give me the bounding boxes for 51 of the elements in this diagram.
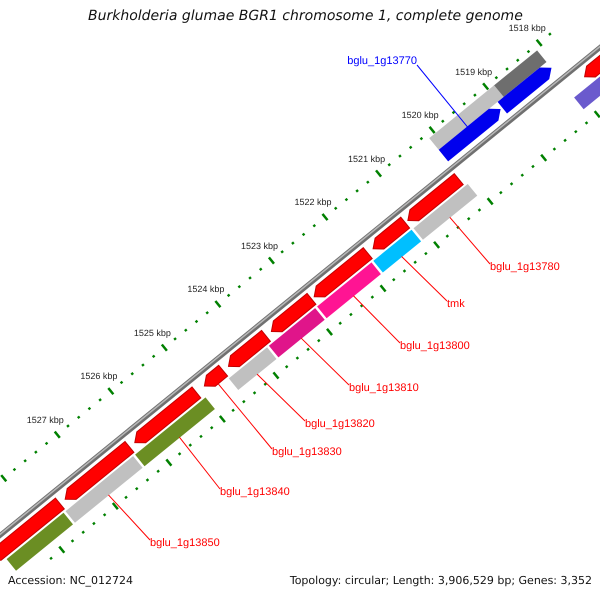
gene-bar — [373, 230, 422, 272]
leader-line — [218, 383, 272, 450]
gene-bar — [493, 50, 546, 98]
scale-label: 1520 kbp — [402, 110, 439, 120]
scale-label: 1522 kbp — [294, 197, 332, 208]
scale-label: 1525 kbp — [134, 328, 171, 338]
gene-feature — [228, 330, 272, 368]
scale-label: 1519 kbp — [455, 66, 492, 77]
gene-bar — [228, 347, 276, 390]
gene-label: bglu_1g13820 — [305, 418, 375, 431]
accession-text: Accession: NC_012724 — [8, 574, 134, 588]
genome-stats-text: Topology: circular; Length: 3,906,529 bp; Genes: 3,352 — [290, 574, 592, 588]
gene-bar — [317, 262, 381, 318]
gene-label: bglu_1g13770 — [347, 55, 417, 68]
gene-bar — [6, 512, 73, 571]
gene-feature — [372, 216, 410, 250]
gene-label: bglu_1g13850 — [150, 537, 220, 550]
gene-feature — [438, 108, 501, 162]
gene-bar — [414, 184, 478, 240]
gene-feature — [0, 497, 65, 561]
scale-label: 1521 kbp — [348, 154, 386, 164]
gene-label: bglu_1g13810 — [349, 382, 419, 395]
gene-label: bglu_1g13800 — [400, 340, 470, 353]
gene-label: bglu_1g13840 — [220, 486, 290, 499]
gene-feature — [498, 68, 552, 114]
gene-feature — [270, 292, 317, 332]
leader-line — [449, 216, 490, 264]
scale-label: 1526 kbp — [80, 371, 118, 382]
leader-line — [256, 374, 306, 422]
leader-line — [108, 494, 150, 540]
gene-bar — [66, 456, 143, 523]
scale-label: 1518 kbp — [508, 23, 546, 34]
gene-label: bglu_1g13830 — [272, 446, 342, 459]
gene-feature — [64, 440, 135, 500]
gene-feature — [204, 364, 228, 387]
scale-label: 1527 kbp — [26, 414, 64, 425]
scale-label: 1524 kbp — [187, 284, 224, 294]
leader-line — [178, 436, 220, 490]
gene-feature — [407, 173, 464, 222]
leader-line — [352, 295, 400, 344]
gene-bar — [268, 308, 325, 358]
gene-label: bglu_1g13780 — [490, 261, 560, 274]
scale-label: 1523 kbp — [240, 240, 278, 251]
leader-line — [416, 64, 468, 128]
gene-feature — [314, 247, 373, 298]
title: Burkholderia glumae BGR1 chromosome 1, complete genome — [88, 8, 523, 24]
leader-line — [401, 256, 448, 302]
gene-bar — [135, 397, 215, 466]
gene-label: tmk — [447, 298, 465, 311]
leader-line — [300, 338, 350, 386]
gene-feature — [134, 386, 202, 444]
